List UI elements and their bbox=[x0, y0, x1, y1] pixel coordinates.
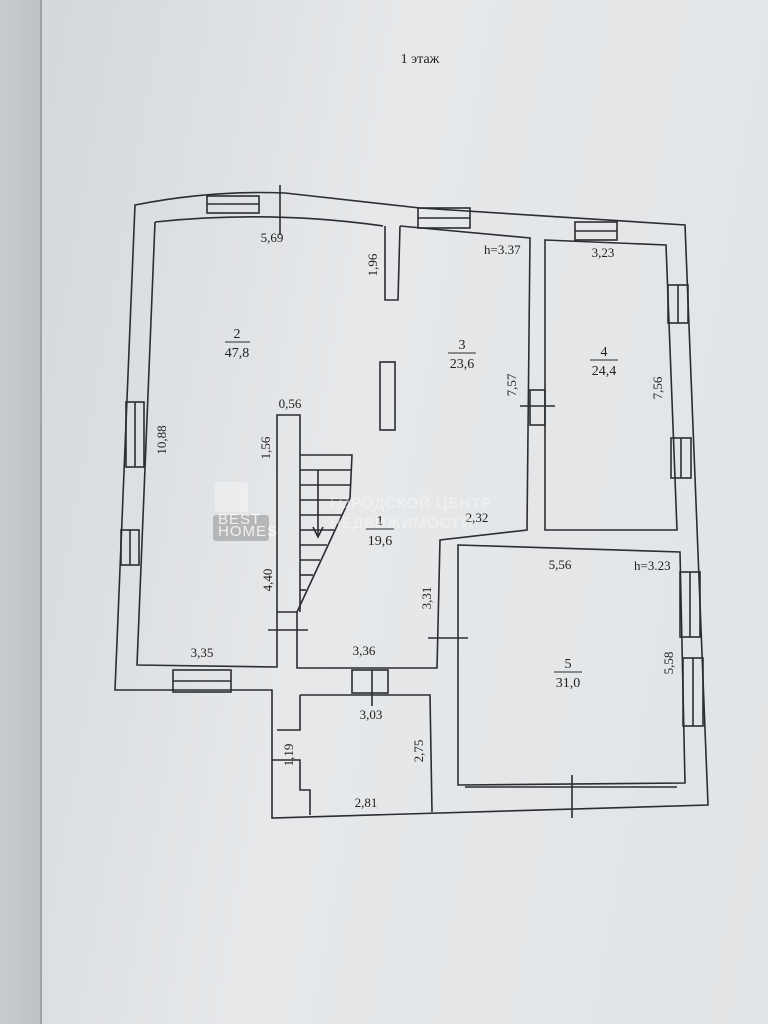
svg-text:3: 3 bbox=[459, 338, 466, 353]
svg-text:1,19: 1,19 bbox=[281, 744, 296, 767]
dimension-labels: 5,69 1,96 3,23 7,57 7,56 10,88 0,56 1,56… bbox=[154, 230, 676, 810]
svg-text:2: 2 bbox=[234, 327, 241, 342]
svg-text:3,03: 3,03 bbox=[360, 707, 383, 722]
svg-text:2,81: 2,81 bbox=[355, 795, 378, 810]
svg-text:7,56: 7,56 bbox=[650, 376, 665, 399]
windows bbox=[120, 195, 704, 727]
svg-text:2,32: 2,32 bbox=[466, 510, 489, 525]
room-label-1: 1 19,6 bbox=[366, 514, 394, 549]
svg-text:5,69: 5,69 bbox=[261, 230, 284, 245]
svg-text:10,88: 10,88 bbox=[154, 425, 169, 454]
svg-text:3,36: 3,36 bbox=[353, 643, 376, 658]
svg-text:2,75: 2,75 bbox=[411, 740, 426, 763]
svg-text:0,56: 0,56 bbox=[279, 396, 302, 411]
svg-text:19,6: 19,6 bbox=[368, 534, 393, 549]
paper-sheet bbox=[40, 0, 768, 1024]
room-label-4: 4 24,4 bbox=[590, 345, 618, 379]
watermark: BEST HOMES ГОРОДСКОЙ ЦЕНТР НЕДВИЖИМОСТИ bbox=[213, 482, 492, 541]
staircase bbox=[296, 454, 353, 613]
svg-text:BEST: BEST bbox=[218, 511, 261, 528]
svg-text:3,35: 3,35 bbox=[191, 645, 214, 660]
room-3-height: h=3.37 bbox=[484, 242, 521, 257]
svg-text:НЕДВИЖИМОСТИ: НЕДВИЖИМОСТИ bbox=[330, 515, 473, 532]
svg-text:1,96: 1,96 bbox=[365, 253, 380, 276]
svg-text:4: 4 bbox=[601, 345, 608, 360]
vestibule-outline bbox=[272, 694, 433, 815]
svg-text:1: 1 bbox=[377, 514, 384, 529]
svg-text:31,0: 31,0 bbox=[556, 676, 581, 691]
svg-text:HOMES: HOMES bbox=[218, 523, 278, 540]
svg-text:ГОРОДСКОЙ ЦЕНТР: ГОРОДСКОЙ ЦЕНТР bbox=[330, 494, 492, 512]
door-markers bbox=[268, 185, 677, 818]
svg-text:3,23: 3,23 bbox=[592, 245, 615, 260]
room-5-height: h=3.23 bbox=[634, 558, 671, 573]
room-2-outline bbox=[136, 216, 401, 668]
column bbox=[379, 361, 396, 431]
room-3-outline bbox=[277, 225, 531, 669]
svg-text:5: 5 bbox=[565, 657, 572, 672]
svg-text:23,6: 23,6 bbox=[450, 357, 475, 372]
room-4-outline bbox=[544, 239, 678, 531]
svg-text:1,56: 1,56 bbox=[258, 436, 273, 459]
svg-text:3,31: 3,31 bbox=[419, 587, 434, 610]
svg-text:7,57: 7,57 bbox=[504, 373, 519, 396]
svg-text:4,40: 4,40 bbox=[260, 569, 275, 592]
outer-wall bbox=[114, 191, 709, 819]
svg-text:24,4: 24,4 bbox=[592, 364, 617, 379]
room-label-5: 5 31,0 bbox=[554, 657, 582, 691]
room-label-2: 2 47,8 bbox=[225, 327, 250, 361]
plan-title: 1 этаж bbox=[401, 52, 440, 67]
svg-text:5,58: 5,58 bbox=[661, 652, 676, 675]
room-label-3: 3 23,6 bbox=[448, 338, 476, 372]
svg-text:47,8: 47,8 bbox=[225, 346, 250, 361]
room-5-outline bbox=[457, 544, 686, 786]
svg-text:5,56: 5,56 bbox=[549, 557, 572, 572]
